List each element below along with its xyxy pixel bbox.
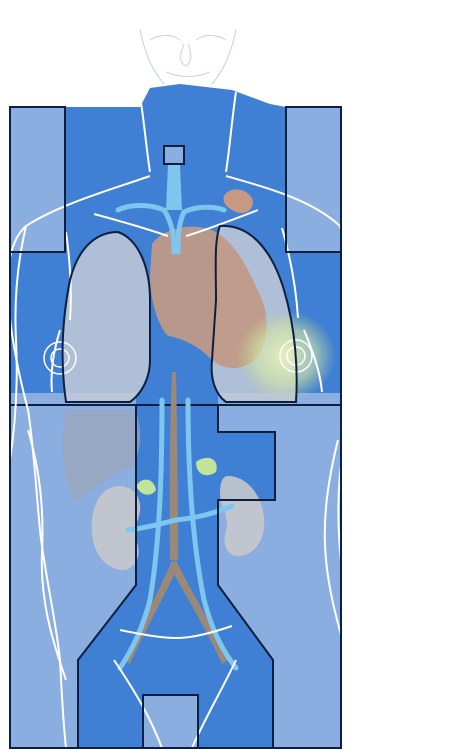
left-arm-block: [10, 107, 65, 252]
right-arm-block: [286, 107, 341, 252]
face-mouth: [166, 72, 210, 77]
face-eyes: [150, 36, 226, 41]
face-nose: [181, 44, 191, 66]
head-outline: [120, 5, 248, 90]
trachea-icon: [166, 164, 182, 210]
face-detail: [140, 30, 236, 84]
thyroid-icon: [164, 146, 184, 164]
